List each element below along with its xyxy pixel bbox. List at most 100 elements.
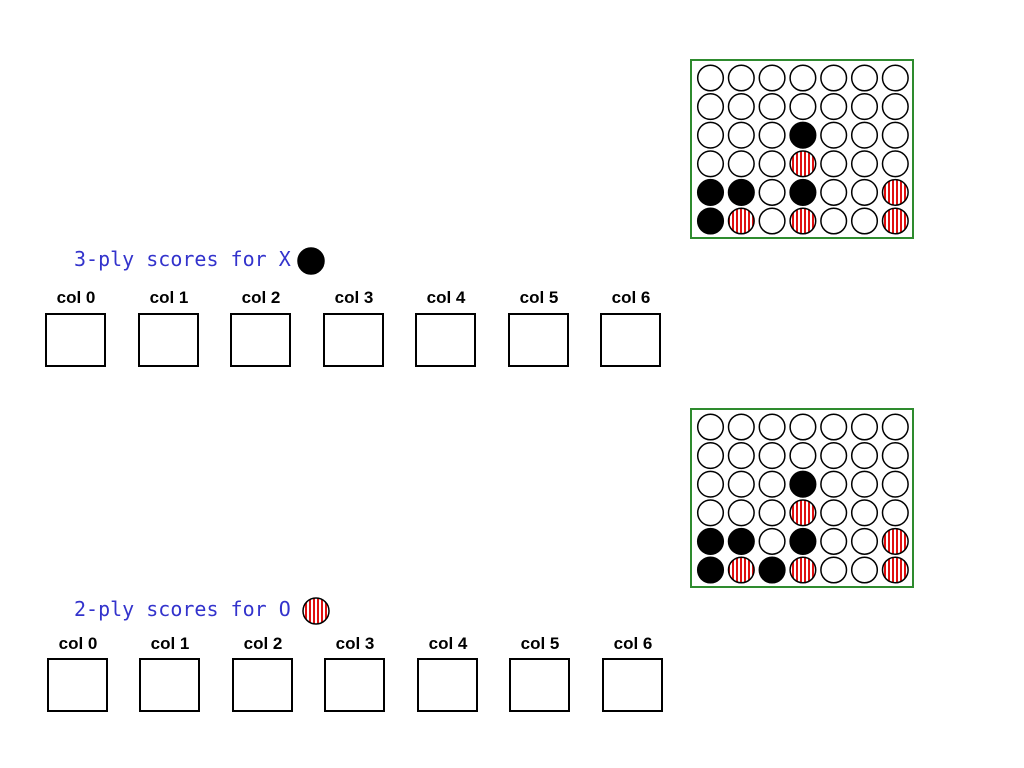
empty-cell bbox=[850, 556, 879, 584]
empty-cell bbox=[727, 470, 755, 498]
empty-cell bbox=[727, 93, 755, 121]
score-box[interactable] bbox=[47, 658, 108, 712]
red-striped-disc-icon bbox=[789, 207, 817, 235]
empty-cell bbox=[881, 121, 909, 149]
empty-cell bbox=[850, 150, 879, 178]
empty-cell bbox=[850, 413, 879, 441]
red-striped-disc-icon bbox=[789, 556, 817, 584]
empty-cell bbox=[727, 442, 755, 470]
score-box[interactable] bbox=[323, 313, 384, 367]
column-label: col 6 bbox=[611, 288, 651, 307]
empty-cell bbox=[820, 527, 848, 555]
black-disc-icon bbox=[696, 178, 725, 206]
board-grid bbox=[696, 413, 909, 584]
red-striped-disc-icon bbox=[302, 597, 330, 625]
empty-cell bbox=[758, 470, 786, 498]
empty-cell bbox=[727, 64, 755, 92]
empty-cell bbox=[820, 178, 848, 206]
black-disc-icon bbox=[758, 556, 786, 584]
empty-cell bbox=[850, 64, 879, 92]
column-label: col 2 bbox=[243, 634, 283, 653]
empty-cell bbox=[727, 121, 755, 149]
empty-cell bbox=[820, 207, 848, 235]
column-label: col 3 bbox=[334, 288, 374, 307]
empty-cell bbox=[850, 470, 879, 498]
empty-cell bbox=[696, 64, 725, 92]
section-heading: 2-ply scores for O bbox=[74, 597, 291, 621]
red-striped-disc-icon bbox=[881, 207, 909, 235]
empty-cell bbox=[758, 207, 786, 235]
empty-cell bbox=[850, 527, 879, 555]
empty-cell bbox=[820, 499, 848, 527]
empty-cell bbox=[789, 442, 817, 470]
empty-cell bbox=[850, 178, 879, 206]
empty-cell bbox=[881, 499, 909, 527]
score-box[interactable] bbox=[602, 658, 663, 712]
red-striped-disc-icon bbox=[789, 499, 817, 527]
empty-cell bbox=[696, 93, 725, 121]
empty-cell bbox=[758, 121, 786, 149]
empty-cell bbox=[850, 93, 879, 121]
empty-cell bbox=[758, 178, 786, 206]
black-disc-icon bbox=[297, 247, 325, 275]
black-disc-icon bbox=[789, 121, 817, 149]
empty-cell bbox=[850, 499, 879, 527]
score-box[interactable] bbox=[232, 658, 293, 712]
red-striped-disc-icon bbox=[881, 527, 909, 555]
column-label: col 4 bbox=[428, 634, 468, 653]
red-striped-disc-icon bbox=[727, 207, 755, 235]
black-disc-icon bbox=[696, 207, 725, 235]
score-box[interactable] bbox=[508, 313, 569, 367]
empty-cell bbox=[820, 556, 848, 584]
score-box[interactable] bbox=[509, 658, 570, 712]
empty-cell bbox=[820, 442, 848, 470]
score-box[interactable] bbox=[139, 658, 200, 712]
empty-cell bbox=[789, 64, 817, 92]
empty-cell bbox=[696, 442, 725, 470]
board-grid bbox=[696, 64, 909, 235]
black-disc-icon bbox=[789, 470, 817, 498]
empty-cell bbox=[758, 442, 786, 470]
empty-cell bbox=[758, 499, 786, 527]
black-disc-icon bbox=[727, 178, 755, 206]
column-label: col 3 bbox=[335, 634, 375, 653]
black-disc-icon bbox=[789, 527, 817, 555]
score-box[interactable] bbox=[417, 658, 478, 712]
empty-cell bbox=[850, 207, 879, 235]
score-box[interactable] bbox=[45, 313, 106, 367]
empty-cell bbox=[727, 150, 755, 178]
empty-cell bbox=[696, 150, 725, 178]
column-label: col 5 bbox=[519, 288, 559, 307]
red-striped-disc-icon bbox=[881, 556, 909, 584]
empty-cell bbox=[758, 150, 786, 178]
column-label: col 1 bbox=[149, 288, 189, 307]
empty-cell bbox=[696, 413, 725, 441]
empty-cell bbox=[820, 470, 848, 498]
red-striped-disc-icon bbox=[727, 556, 755, 584]
empty-cell bbox=[696, 499, 725, 527]
column-label: col 6 bbox=[613, 634, 653, 653]
score-box[interactable] bbox=[230, 313, 291, 367]
empty-cell bbox=[881, 470, 909, 498]
empty-cell bbox=[758, 64, 786, 92]
score-box[interactable] bbox=[415, 313, 476, 367]
empty-cell bbox=[881, 442, 909, 470]
column-label: col 4 bbox=[426, 288, 466, 307]
empty-cell bbox=[696, 121, 725, 149]
score-box[interactable] bbox=[138, 313, 199, 367]
empty-cell bbox=[850, 442, 879, 470]
empty-cell bbox=[881, 93, 909, 121]
empty-cell bbox=[881, 64, 909, 92]
empty-cell bbox=[727, 413, 755, 441]
black-disc-icon bbox=[696, 556, 725, 584]
red-striped-disc-icon bbox=[881, 178, 909, 206]
empty-cell bbox=[881, 413, 909, 441]
black-disc-icon bbox=[696, 527, 725, 555]
empty-cell bbox=[820, 93, 848, 121]
empty-cell bbox=[758, 527, 786, 555]
black-disc-icon bbox=[789, 178, 817, 206]
score-box[interactable] bbox=[600, 313, 661, 367]
red-striped-disc-icon bbox=[789, 150, 817, 178]
black-disc-icon bbox=[727, 527, 755, 555]
score-box[interactable] bbox=[324, 658, 385, 712]
